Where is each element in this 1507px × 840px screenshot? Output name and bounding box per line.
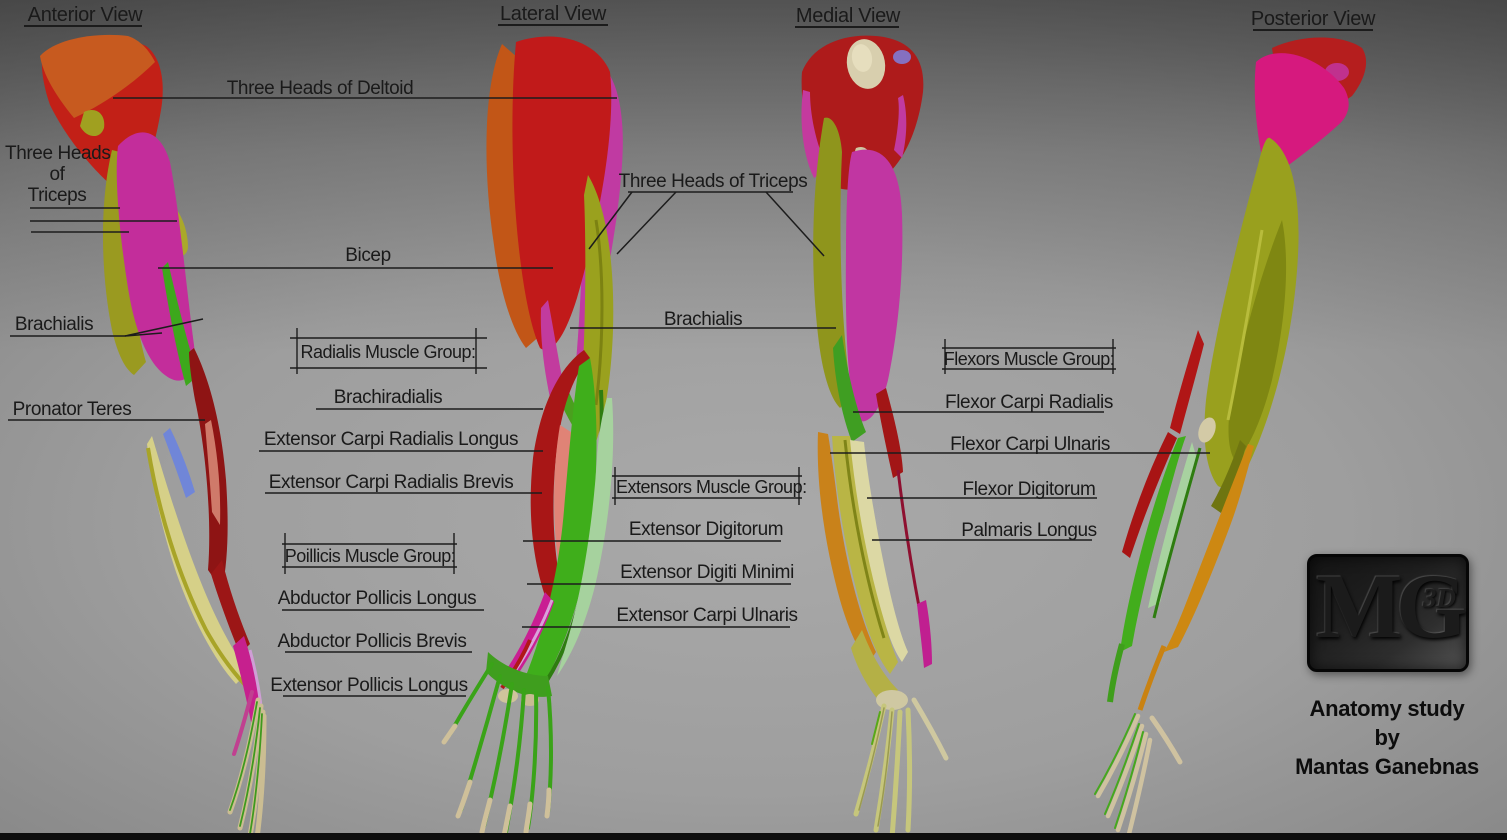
label-pronator-teres: Pronator Teres	[12, 399, 132, 420]
anterior-pronator-blue	[163, 428, 195, 498]
label-extensor-digiti-minimi: Extensor Digiti Minimi	[620, 562, 794, 583]
anterior-flexor-khaki	[147, 436, 248, 684]
label-flexor-digitorum: Flexor Digitorum	[962, 479, 1096, 500]
medial-forearm-orange	[817, 432, 876, 664]
label-brachiradialis: Brachiradialis	[333, 387, 443, 408]
posterior-forearm-orange	[1164, 444, 1254, 652]
triceps-left-line3: Triceps	[27, 185, 87, 206]
anterior-olive-bump	[80, 109, 105, 137]
mg3d-logo-superscript: 3D	[1423, 583, 1456, 613]
anterior-hand-bones	[227, 690, 267, 840]
medial-brachialis	[833, 335, 866, 442]
annotation-lines	[8, 24, 1373, 697]
label-brachialis-anterior: Brachialis	[14, 314, 94, 335]
triceps-center-diag-3	[765, 191, 825, 257]
triceps-left-line2: of	[49, 164, 65, 185]
posterior-arm-figure	[1094, 37, 1367, 840]
medial-deltoid-magenta-right	[894, 95, 907, 158]
mg3d-logo-initials: MG	[1316, 555, 1467, 657]
medial-triceps	[813, 117, 852, 408]
posterior-red-sliver	[1170, 330, 1204, 434]
lateral-extensor-carpi-ulnaris	[557, 398, 614, 676]
medial-hand-fingers	[853, 697, 949, 840]
posterior-forearm-green	[1120, 436, 1186, 652]
label-extensor-carpi-radialis-brevis: Extensor Carpi Radialis Brevis	[268, 472, 514, 493]
label-extensors-muscle-group: Extensors Muscle Group:	[616, 477, 807, 497]
credit-line-3: Mantas Ganebnas	[1295, 754, 1479, 779]
medial-magenta-sliver	[917, 600, 932, 668]
triceps-left-line1: Three Heads	[5, 143, 111, 164]
posterior-hand-fingers	[1094, 713, 1183, 840]
label-abductor-pollicis-brevis: Abductor Pollicis Brevis	[277, 631, 467, 652]
lateral-abductor-magenta	[502, 592, 554, 684]
label-extensor-carpi-radialis-longus: Extensor Carpi Radialis Longus	[263, 429, 519, 450]
medial-crimson-edge	[896, 469, 922, 613]
label-palmaris-longus: Palmaris Longus	[961, 520, 1097, 541]
mg3d-logo: MG 3D	[1307, 554, 1469, 672]
medial-carpal-bones	[876, 690, 908, 710]
posterior-forearm-red	[1122, 432, 1177, 558]
medial-wrist	[851, 630, 898, 702]
label-flexor-carpi-radialis: Flexor Carpi Radialis	[945, 392, 1113, 413]
label-three-heads-of-triceps-center: Three Heads of Triceps	[618, 171, 808, 192]
posterior-wrist-green	[1107, 643, 1125, 703]
posterior-dark-green-strip	[1152, 447, 1202, 619]
label-brachialis-center: Brachialis	[663, 309, 743, 330]
lateral-triceps-groove	[594, 219, 604, 406]
posterior-view-title: Posterior View	[1250, 8, 1376, 30]
label-extensor-digitorum: Extensor Digitorum	[628, 519, 784, 540]
label-bicep: Bicep	[345, 245, 391, 266]
brachialis-left-diag-1	[124, 318, 204, 337]
anterior-view-title: Anterior View	[27, 4, 143, 26]
brachialis-left-diag-2	[124, 332, 163, 337]
label-extensor-carpi-ulnaris: Extensor Carpi Ulnaris	[616, 605, 798, 626]
medial-arm-figure	[801, 35, 949, 840]
lateral-view-title: Lateral View	[499, 3, 607, 25]
lateral-deltoid-red	[512, 36, 612, 350]
anterior-red-lower	[211, 560, 250, 654]
credit-block: Anatomy study by Mantas Ganebnas	[1287, 694, 1487, 781]
label-abductor-pollicis-longus: Abductor Pollicis Longus	[277, 588, 477, 609]
credit-line-2: by	[1374, 725, 1400, 750]
label-pollicis-muscle-group: Poillicis Muscle Group:	[284, 546, 456, 566]
posterior-triceps-inner	[1228, 220, 1287, 462]
label-flexor-carpi-ulnaris: Flexor Carpi Ulnaris	[950, 434, 1110, 455]
anterior-olive-strip	[146, 447, 252, 692]
medial-dark-olive-strip	[843, 439, 886, 639]
medial-red-edge	[876, 388, 903, 478]
posterior-elbow-tendon	[1211, 440, 1246, 513]
lateral-arm-figure	[441, 36, 623, 839]
label-three-heads-of-deltoid: Three Heads of Deltoid	[226, 78, 414, 99]
medial-purple-spot	[893, 50, 911, 64]
triceps-center-diag-1	[588, 191, 633, 250]
medial-view-title: Medial View	[795, 5, 901, 27]
label-flexors-muscle-group: Flexors Muscle Group:	[943, 349, 1115, 369]
posterior-wrist-orange	[1137, 645, 1167, 711]
posterior-elbow-bone	[1198, 417, 1216, 443]
lateral-extensor-digitorum	[523, 358, 597, 694]
anterior-deltoid-orange	[40, 34, 155, 118]
posterior-triceps-highlight	[1226, 229, 1264, 421]
posterior-forearm-pale-green	[1148, 442, 1196, 608]
label-radialis-muscle-group: Radialis Muscle Group:	[300, 342, 476, 362]
anterior-salmon	[205, 420, 221, 525]
lateral-palm	[486, 652, 552, 697]
anterior-brachioradialis	[189, 348, 228, 590]
lateral-carpal-bone	[498, 689, 518, 703]
medial-bone-highlight	[851, 44, 873, 72]
label-three-heads-of-triceps-left: Three Heads of Triceps	[5, 143, 111, 206]
credit-line-1: Anatomy study	[1309, 696, 1465, 721]
lateral-bicep-lower	[540, 300, 564, 398]
triceps-center-diag-2	[616, 191, 677, 255]
lateral-hand-fingers	[441, 662, 553, 839]
medial-forearm-pale	[850, 440, 908, 662]
label-extensor-pollicis-longus: Extensor Pollicis Longus	[270, 675, 468, 696]
anterior-wrist-magenta	[233, 636, 261, 722]
bottom-border-bar	[0, 833, 1507, 840]
medial-bicep	[845, 149, 903, 422]
medial-forearm-khaki	[832, 436, 898, 674]
